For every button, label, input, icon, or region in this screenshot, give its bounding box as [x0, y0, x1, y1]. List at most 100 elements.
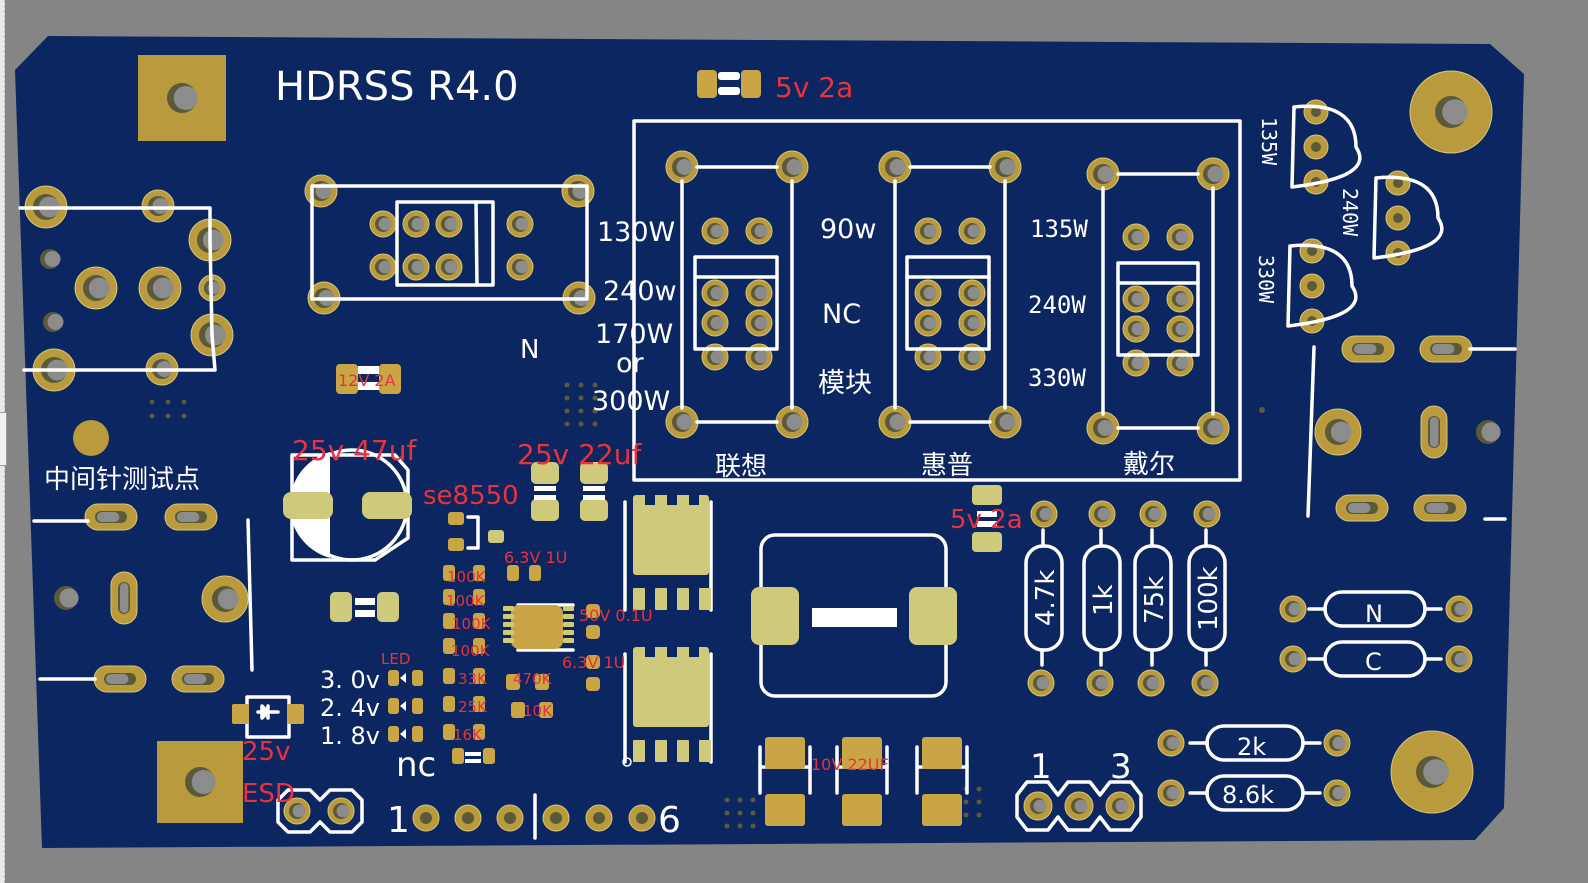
label-330w: 330W — [1028, 364, 1086, 392]
label-lenovo: 联想 — [715, 452, 767, 482]
drill-hole — [1033, 799, 1047, 813]
drill-hole — [292, 804, 306, 818]
slot-hole — [1426, 503, 1449, 513]
drill-hole — [967, 350, 981, 364]
through-hole-pad — [988, 405, 1022, 439]
ic-pin — [563, 638, 574, 643]
through-hole-pad — [141, 189, 175, 223]
diode-symbol — [256, 704, 280, 720]
via — [737, 823, 743, 829]
through-hole-pad — [914, 309, 942, 337]
pin-center — [636, 812, 648, 824]
right-jack-divider — [1306, 345, 1316, 518]
through-hole-pad — [435, 253, 463, 281]
drill-hole — [999, 414, 1016, 430]
ic-thermal-pad — [511, 605, 563, 649]
via — [592, 408, 598, 414]
tab-notch — [645, 495, 655, 505]
label-res-8k6: 8.6k — [1222, 781, 1274, 809]
through-hole-pad — [775, 150, 809, 184]
fuse-body — [977, 511, 997, 517]
tab-notch — [667, 647, 677, 657]
drill-hole — [1288, 602, 1302, 616]
pin-center — [1311, 107, 1321, 117]
resistor-pad — [473, 724, 485, 740]
via — [750, 797, 756, 803]
through-hole-pad — [958, 217, 986, 245]
hole-inner — [47, 314, 64, 330]
through-hole-pad — [506, 253, 534, 281]
drill-hole — [515, 260, 529, 274]
mounting-hole — [185, 767, 216, 797]
fuse-12v-body — [358, 382, 379, 390]
label-res-100k-4: 100K — [451, 642, 491, 660]
smd-pad — [330, 592, 352, 622]
label-240w-right: 240W — [1028, 291, 1086, 319]
drill-hole — [1131, 292, 1145, 306]
selector-outline — [310, 184, 589, 301]
drill-hole — [411, 217, 425, 231]
via — [592, 421, 598, 427]
resistor-pad — [443, 613, 455, 629]
through-hole-pad — [1323, 779, 1351, 807]
fuse-5v-pad-2 — [741, 70, 761, 98]
label-header-pin1: 1 — [387, 800, 410, 841]
cap-22uf-body — [583, 495, 605, 500]
via — [724, 823, 730, 829]
through-hole-pad — [775, 405, 809, 439]
slot-pad — [110, 571, 138, 625]
resistor-pad — [473, 668, 485, 684]
resistor-pad — [483, 748, 495, 764]
drill-hole — [786, 159, 803, 175]
label-or: or — [616, 348, 645, 379]
via — [149, 413, 155, 419]
slot-hole — [184, 674, 207, 684]
through-hole-pad — [506, 210, 534, 238]
via — [564, 421, 570, 427]
cap-22uf-body — [534, 495, 556, 500]
fuse-pad — [972, 532, 1002, 552]
fuse-pad — [972, 485, 1002, 505]
through-hole-pad — [201, 575, 249, 623]
fuse-12v-pad-1 — [336, 364, 358, 394]
label-res-1k: 1k — [1089, 584, 1119, 616]
via — [564, 408, 570, 414]
tvs-pad — [287, 704, 304, 724]
drill-hole — [967, 224, 981, 238]
cap-pad — [586, 604, 600, 618]
cap-22uf-pad — [531, 462, 559, 484]
selector-divider — [474, 200, 479, 287]
resistor-body — [1133, 544, 1173, 652]
mosfet-bottom-pin — [633, 740, 645, 762]
label-jumper-pin3: 3 — [1110, 747, 1132, 787]
side-panel-handle[interactable] — [0, 412, 7, 466]
through-hole-pad — [138, 266, 182, 310]
drill-hole — [1097, 420, 1114, 436]
label-135w-rotated: 135W — [1257, 117, 1281, 166]
resistor-pad — [443, 696, 455, 712]
hole-inner — [173, 86, 198, 110]
mosfet-bottom-tab — [633, 647, 709, 727]
cap-pad — [586, 677, 600, 691]
drill-hole — [754, 224, 768, 238]
ic-pin — [563, 622, 574, 627]
label-res-100k-3: 100K — [452, 615, 492, 633]
ic-pin — [503, 614, 514, 619]
through-hole-pad — [1157, 729, 1185, 757]
label-nc: nc — [396, 745, 436, 785]
slot-hole — [120, 583, 129, 613]
via — [1259, 407, 1265, 413]
drill-hole — [336, 804, 350, 818]
resistor-pad — [443, 668, 455, 684]
through-hole-pad — [369, 253, 397, 281]
label-jumper-pin1: 1 — [1030, 747, 1052, 787]
slot-pad — [84, 503, 138, 531]
cap-pad — [529, 565, 541, 581]
mosfet-top-pin — [655, 588, 667, 610]
through-hole-pad — [988, 150, 1022, 184]
tab-notch — [645, 647, 655, 657]
drill-hole — [710, 316, 724, 330]
drill-hole — [378, 260, 392, 274]
drill-hole — [676, 159, 693, 175]
label-135w: 135W — [1030, 215, 1088, 243]
